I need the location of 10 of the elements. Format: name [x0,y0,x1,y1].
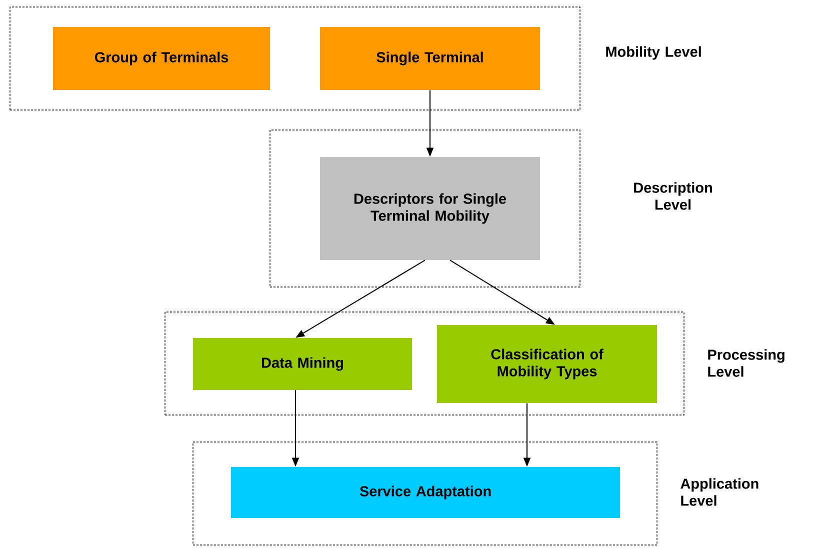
level-label: Application Level [680,478,758,506]
process-box: Service Adaptation [231,467,620,518]
level-label: Processing Level [708,349,784,377]
process-box: Group of Terminals [53,27,270,90]
process-box: Descriptors for Single Terminal Mobility [320,157,540,260]
process-box: Single Terminal [320,27,540,90]
process-box: Classification of Mobility Types [437,325,657,403]
level-label: Description Level [634,182,712,210]
level-label: Mobility Level [606,46,701,60]
process-box: Data Mining [193,338,412,390]
